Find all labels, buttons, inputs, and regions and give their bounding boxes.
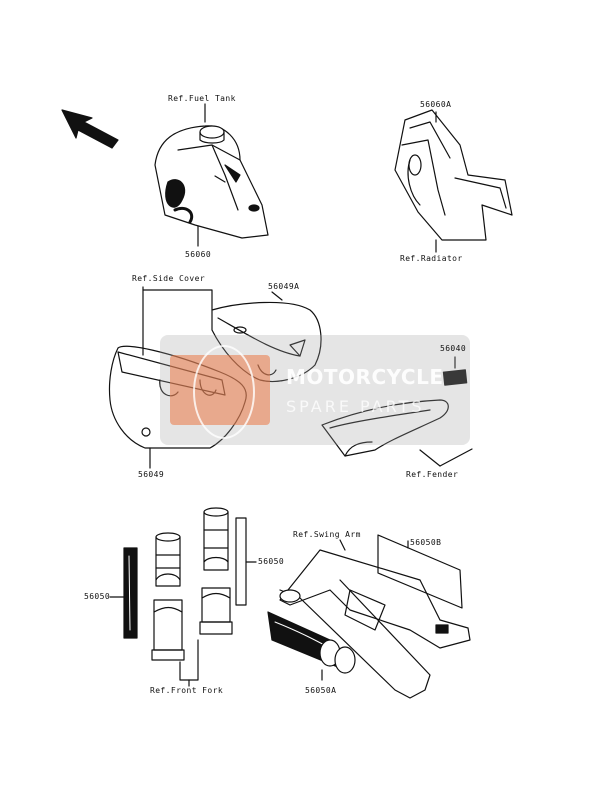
radiator-shroud-drawing [394, 109, 513, 253]
front-fork-drawing [151, 507, 233, 687]
label-56060: 56060 [185, 250, 212, 259]
label-56050b: 56050B [410, 538, 442, 547]
watermark-title: MOTORCYCLE [286, 365, 444, 389]
label-ref-radiator: Ref.Radiator [400, 254, 463, 263]
label-ref-fuel-tank: Ref.Fuel Tank [168, 94, 236, 103]
small-decal-drawing [442, 356, 468, 386]
label-56060a: 56060A [420, 100, 452, 109]
label-56049a: 56049A [268, 282, 300, 291]
fuel-tank-drawing [154, 103, 269, 247]
watermark-subtitle: SPARE PARTS [286, 397, 425, 416]
fork-decal-left-drawing [123, 547, 138, 639]
label-ref-swing-arm: Ref.Swing Arm [293, 530, 361, 539]
arrow-upper-left-icon [61, 109, 119, 149]
label-ref-front-fork: Ref.Front Fork [150, 686, 224, 695]
swing-arm-drawing [267, 534, 471, 699]
watermark: MOTORCYCLE SPARE PARTS [160, 335, 470, 445]
label-ref-fender: Ref.Fender [406, 470, 459, 479]
fork-decal-right-drawing [109, 517, 257, 606]
label-ref-side-cover: Ref.Side Cover [132, 274, 206, 283]
side-cover-bracket-lines [142, 286, 213, 356]
globe-icon [193, 345, 255, 439]
rear-fender-drawing [321, 399, 449, 467]
label-56040: 56040 [440, 344, 467, 353]
label-56050a: 56050A [305, 686, 337, 695]
label-56050-left: 56050 [84, 592, 111, 601]
label-56049: 56049 [138, 470, 165, 479]
leader-lines [439, 448, 473, 467]
label-56050-right: 56050 [258, 557, 285, 566]
